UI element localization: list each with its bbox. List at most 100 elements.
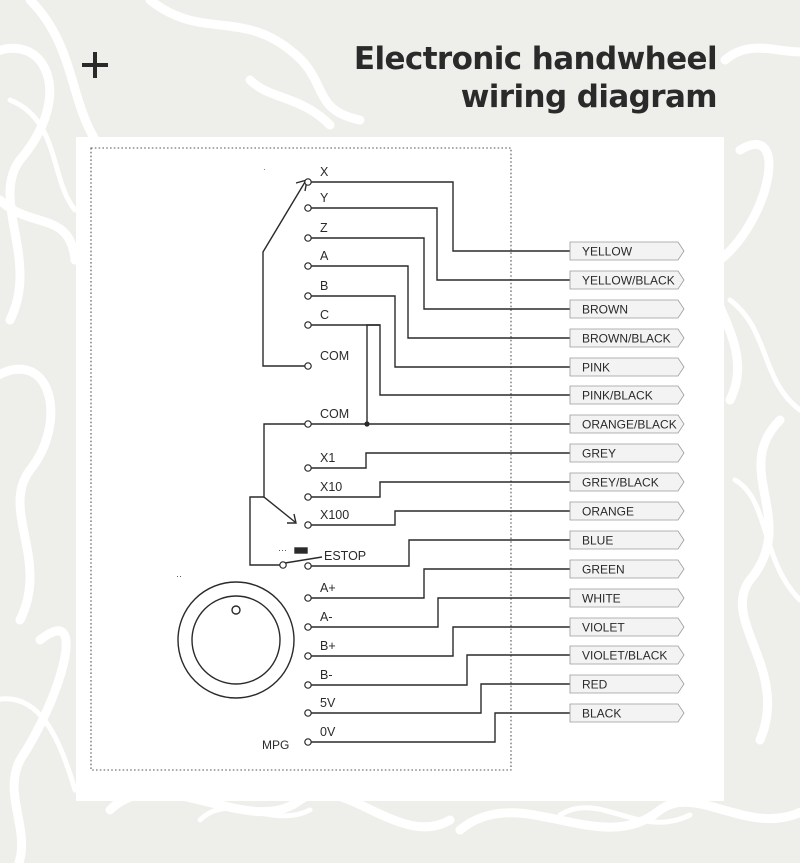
terminal-label: Y <box>320 191 329 205</box>
terminal-label: Z <box>320 221 328 235</box>
corner-mark: ·· <box>176 571 182 581</box>
terminal-com: COM <box>304 349 349 370</box>
terminal-c: C <box>304 308 329 329</box>
wire-yellow <box>311 181 570 252</box>
wire-tag-shape <box>569 530 685 550</box>
wire-violet-black <box>311 654 570 686</box>
wire-black <box>311 712 570 743</box>
terminal-x1: X1 <box>304 451 335 472</box>
wire-tag-label: VIOLET/BLACK <box>582 649 667 663</box>
terminal-dot <box>304 321 312 329</box>
terminal-label: B <box>320 279 328 293</box>
handwheel-knob-dot <box>231 605 241 615</box>
wire-tag-shape <box>569 703 685 723</box>
terminal-0v: 0V <box>304 725 336 746</box>
wire-tag-shape <box>569 617 685 637</box>
wire-tag-label: WHITE <box>582 592 621 606</box>
terminal-dot <box>304 652 312 660</box>
com-junction-line <box>366 324 380 424</box>
terminal-dot <box>304 738 312 746</box>
wire-brown-black <box>311 265 570 339</box>
wire-tag-shape <box>569 414 685 434</box>
wire-green <box>311 568 570 599</box>
wire-tag-label: RED <box>582 678 608 692</box>
wire-tag-label: BLUE <box>582 534 613 548</box>
wire-tag-shape <box>569 472 685 492</box>
wire-violet <box>311 626 570 657</box>
terminal-label: A <box>320 249 329 263</box>
wire-orange <box>311 510 570 526</box>
wire-brown <box>311 237 570 310</box>
wire-tag-shape <box>569 501 685 521</box>
handwheel-knob-outer <box>177 581 295 699</box>
page-title: Electronic handwheel wiring diagram <box>353 40 718 116</box>
wire-tag-label: BROWN <box>582 303 628 317</box>
terminal-dot <box>304 681 312 689</box>
wire-tag-label: ORANGE <box>582 505 634 519</box>
terminal-label: B+ <box>320 639 336 653</box>
wire-tag-label: ORANGE/BLACK <box>582 418 677 432</box>
wire-grey <box>311 452 570 469</box>
mpg-label: MPG <box>262 738 289 752</box>
terminal-label: X10 <box>320 480 342 494</box>
wire-red <box>311 683 570 714</box>
terminal-dot <box>304 521 312 529</box>
handwheel-enclosure <box>90 147 512 771</box>
terminal-label: C <box>320 308 329 322</box>
terminal-label: X <box>320 165 329 179</box>
wire-tag-brown: BROWN <box>569 299 685 319</box>
wire-tag-label: GREY <box>582 447 616 461</box>
wire-pink-black <box>311 324 570 396</box>
wire-tag-label: BROWN/BLACK <box>582 332 671 346</box>
terminal-label: A+ <box>320 581 336 595</box>
terminal-dot <box>304 709 312 717</box>
terminal-5v: 5V <box>304 696 336 717</box>
terminal-dot <box>304 362 312 370</box>
handwheel-knob-inner <box>191 595 281 685</box>
terminal-dot <box>304 204 312 212</box>
wire-tag-pink: PINK <box>569 357 685 377</box>
terminal-label: COM <box>320 349 349 363</box>
terminal-dot <box>304 493 312 501</box>
wire-grey-black <box>311 481 570 498</box>
title-line-1: Electronic handwheel <box>353 41 718 77</box>
terminal-label: A- <box>320 610 333 624</box>
terminal-dot <box>304 420 312 428</box>
terminal-label: 5V <box>320 696 336 710</box>
terminal-b-plus: B+ <box>304 639 336 660</box>
wire-tag-shape <box>569 357 685 377</box>
wire-tag-shape <box>569 385 685 405</box>
terminal-dot <box>304 464 312 472</box>
terminal-a-plus: A+ <box>304 581 336 602</box>
wire-tag-pink-black: PINK/BLACK <box>569 385 685 405</box>
wire-tag-shape <box>569 443 685 463</box>
wire-tag-label: BLACK <box>582 707 621 721</box>
terminal-label: X100 <box>320 508 349 522</box>
wire-tag-red: RED <box>569 674 685 694</box>
terminal-x10: X10 <box>304 480 342 501</box>
terminal-a-minus: A- <box>304 610 333 631</box>
terminal-dot <box>279 561 287 569</box>
wire-tag-grey: GREY <box>569 443 685 463</box>
terminal-label: 0V <box>320 725 336 739</box>
wire-tag-brown-black: BROWN/BLACK <box>569 328 685 348</box>
wire-tag-shape <box>569 270 685 290</box>
wire-tag-shape <box>569 588 685 608</box>
terminal-dot <box>304 292 312 300</box>
wire-tag-label: GREEN <box>582 563 625 577</box>
wire-yellow-black <box>311 207 570 281</box>
selector-mark: · <box>263 165 266 174</box>
wire-tag-label: YELLOW/BLACK <box>582 274 675 288</box>
terminal-label: X1 <box>320 451 335 465</box>
wire-tag-shape <box>569 674 685 694</box>
terminal-dot <box>304 178 312 186</box>
wire-tag-white: WHITE <box>569 588 685 608</box>
wire-tag-shape <box>569 559 685 579</box>
terminal-x100: X100 <box>304 508 349 529</box>
wire-tag-yellow: YELLOW <box>569 241 685 261</box>
wire-tag-label: VIOLET <box>582 621 625 635</box>
wire-tag-label: YELLOW <box>582 245 633 259</box>
wire-white <box>311 597 570 628</box>
wire-tag-label: PINK <box>582 361 610 375</box>
